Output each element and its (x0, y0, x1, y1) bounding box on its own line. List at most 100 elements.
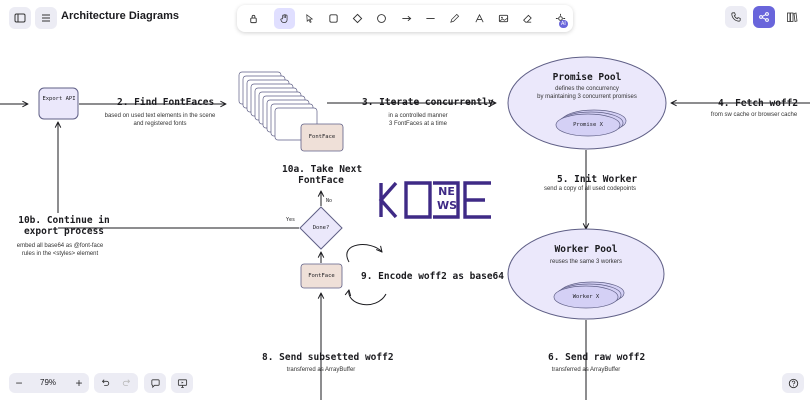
done-label: Done? (312, 225, 330, 231)
tool-image[interactable] (493, 8, 514, 29)
fontface-node[interactable] (300, 263, 343, 289)
tool-draw[interactable] (444, 8, 465, 29)
redo-icon (122, 379, 131, 386)
minus-icon: − (15, 376, 23, 390)
shapes-toolbar (237, 5, 573, 32)
line-icon (426, 18, 435, 19)
fontface-stack[interactable] (238, 71, 344, 152)
tool-selection[interactable] (299, 8, 320, 29)
sidebar-icon (14, 13, 26, 23)
step4-desc: from sw cache or browser cache (710, 112, 798, 118)
export-api-label: Export API (42, 96, 76, 102)
share-button[interactable] (753, 6, 775, 28)
step8-desc: transferred as ArrayBuffer (286, 367, 356, 373)
step10a-title-line1: 10a. Take Next (282, 164, 363, 175)
no-label: No (326, 198, 333, 204)
step10b-desc-line2: rules in the <styles> element (21, 251, 99, 257)
promise-pool-node[interactable] (507, 56, 667, 150)
share-icon (759, 12, 769, 22)
tool-hand[interactable] (274, 8, 295, 29)
redo-button[interactable] (117, 373, 137, 393)
menu-button[interactable] (35, 7, 57, 29)
promise-x-stack[interactable] (555, 109, 627, 137)
tool-rectangle[interactable] (323, 8, 344, 29)
step3-desc: in a controlled manner 3 FontFaces at a … (368, 112, 468, 128)
tool-line[interactable] (420, 8, 441, 29)
hand-icon (280, 14, 288, 23)
zoom-controls: − 79% + (9, 373, 89, 393)
presentation-button[interactable] (171, 373, 193, 393)
library-icon (787, 12, 798, 22)
step10b-title-line1: 10b. Continue in (18, 215, 110, 226)
arrow-icon (402, 15, 412, 22)
document-title[interactable]: Architecture Diagrams (61, 10, 179, 22)
step2-desc-line1: based on used text elements in the scene (104, 113, 216, 119)
live-collaboration-button[interactable] (725, 6, 747, 28)
hamburger-icon (42, 14, 50, 22)
library-button[interactable] (783, 8, 801, 26)
step6-desc: transferred as ArrayBuffer (551, 367, 621, 373)
phone-icon (731, 12, 741, 22)
tool-diamond[interactable] (347, 8, 368, 29)
tool-text[interactable] (469, 8, 490, 29)
help-button[interactable] (782, 373, 804, 393)
worker-pool-node[interactable] (507, 228, 665, 320)
loop-arrow-top (346, 244, 382, 263)
step5-title: 5. Init Worker (557, 174, 638, 185)
step10b-title-line2: export process (23, 226, 105, 237)
presentation-icon (177, 378, 187, 388)
fontface-single-label: FontFace (308, 273, 335, 279)
promise-x-label: Promise X (573, 122, 603, 128)
plus-icon: + (75, 376, 83, 390)
tool-eraser[interactable] (517, 8, 538, 29)
comment-icon (150, 378, 160, 388)
tool-ellipse[interactable] (371, 8, 392, 29)
yes-label: Yes (286, 217, 296, 223)
zoom-level[interactable]: 79% (40, 378, 57, 387)
step9-title: 9. Encode woff2 as base64 (361, 271, 504, 282)
step2-desc: based on used text elements in the scene… (95, 112, 225, 128)
text-icon (475, 13, 484, 23)
worker-x-stack[interactable] (553, 281, 625, 309)
tool-lock[interactable] (243, 8, 264, 29)
step8-title: 8. Send subsetted woff2 (262, 352, 394, 363)
rectangle-icon (329, 14, 338, 23)
worker-pool-desc: reuses the same 3 workers (549, 259, 623, 265)
step3-title: 3. Iterate concurrently (362, 97, 494, 108)
step10b-desc: embed all base64 as @font-face rules in … (4, 242, 116, 258)
step10a-title: 10a. Take Next FontFace (282, 164, 363, 186)
image-icon (498, 14, 509, 23)
step2-desc-line2: and registered fonts (133, 121, 187, 127)
worker-pool-title: Worker Pool (554, 244, 618, 255)
lock-icon (250, 14, 257, 24)
promise-pool-desc-line2: by maintaining 3 concurrent promises (537, 94, 637, 100)
undo-icon (101, 379, 110, 386)
diamond-icon (352, 13, 363, 24)
draw-icon (450, 13, 460, 23)
step2-title: 2. Find FontFaces (117, 97, 215, 108)
ai-badge: AI (559, 20, 568, 28)
undo-redo-controls (94, 373, 138, 393)
tool-arrow[interactable] (396, 8, 417, 29)
promise-pool-title: Promise Pool (552, 72, 622, 83)
worker-x-label: Worker X (572, 294, 600, 300)
zoom-in-button[interactable]: + (69, 373, 89, 393)
export-api-node[interactable] (38, 87, 79, 120)
ellipse-icon (377, 14, 386, 23)
sidebar-toggle-button[interactable] (9, 7, 31, 29)
loop-arrow-bottom (349, 290, 387, 306)
done-decision-node[interactable] (299, 206, 343, 250)
step10b-desc-line1: embed all base64 as @font-face (16, 243, 104, 249)
zoom-out-button[interactable]: − (9, 373, 29, 393)
selection-icon (306, 14, 314, 23)
undo-button[interactable] (95, 373, 115, 393)
kode-news-logo (378, 181, 491, 219)
fontface-stack-label: FontFace (308, 134, 336, 140)
promise-pool-desc-line1: defines the concurrency (555, 86, 619, 92)
comments-button[interactable] (144, 373, 166, 393)
logo-news-bottom: WS (437, 199, 458, 212)
step3-desc-line2: 3 FontFaces at a time (388, 121, 448, 127)
promise-pool-desc: defines the concurrency by maintaining 3… (508, 85, 666, 101)
step10b-title: 10b. Continue in export process (14, 215, 114, 237)
